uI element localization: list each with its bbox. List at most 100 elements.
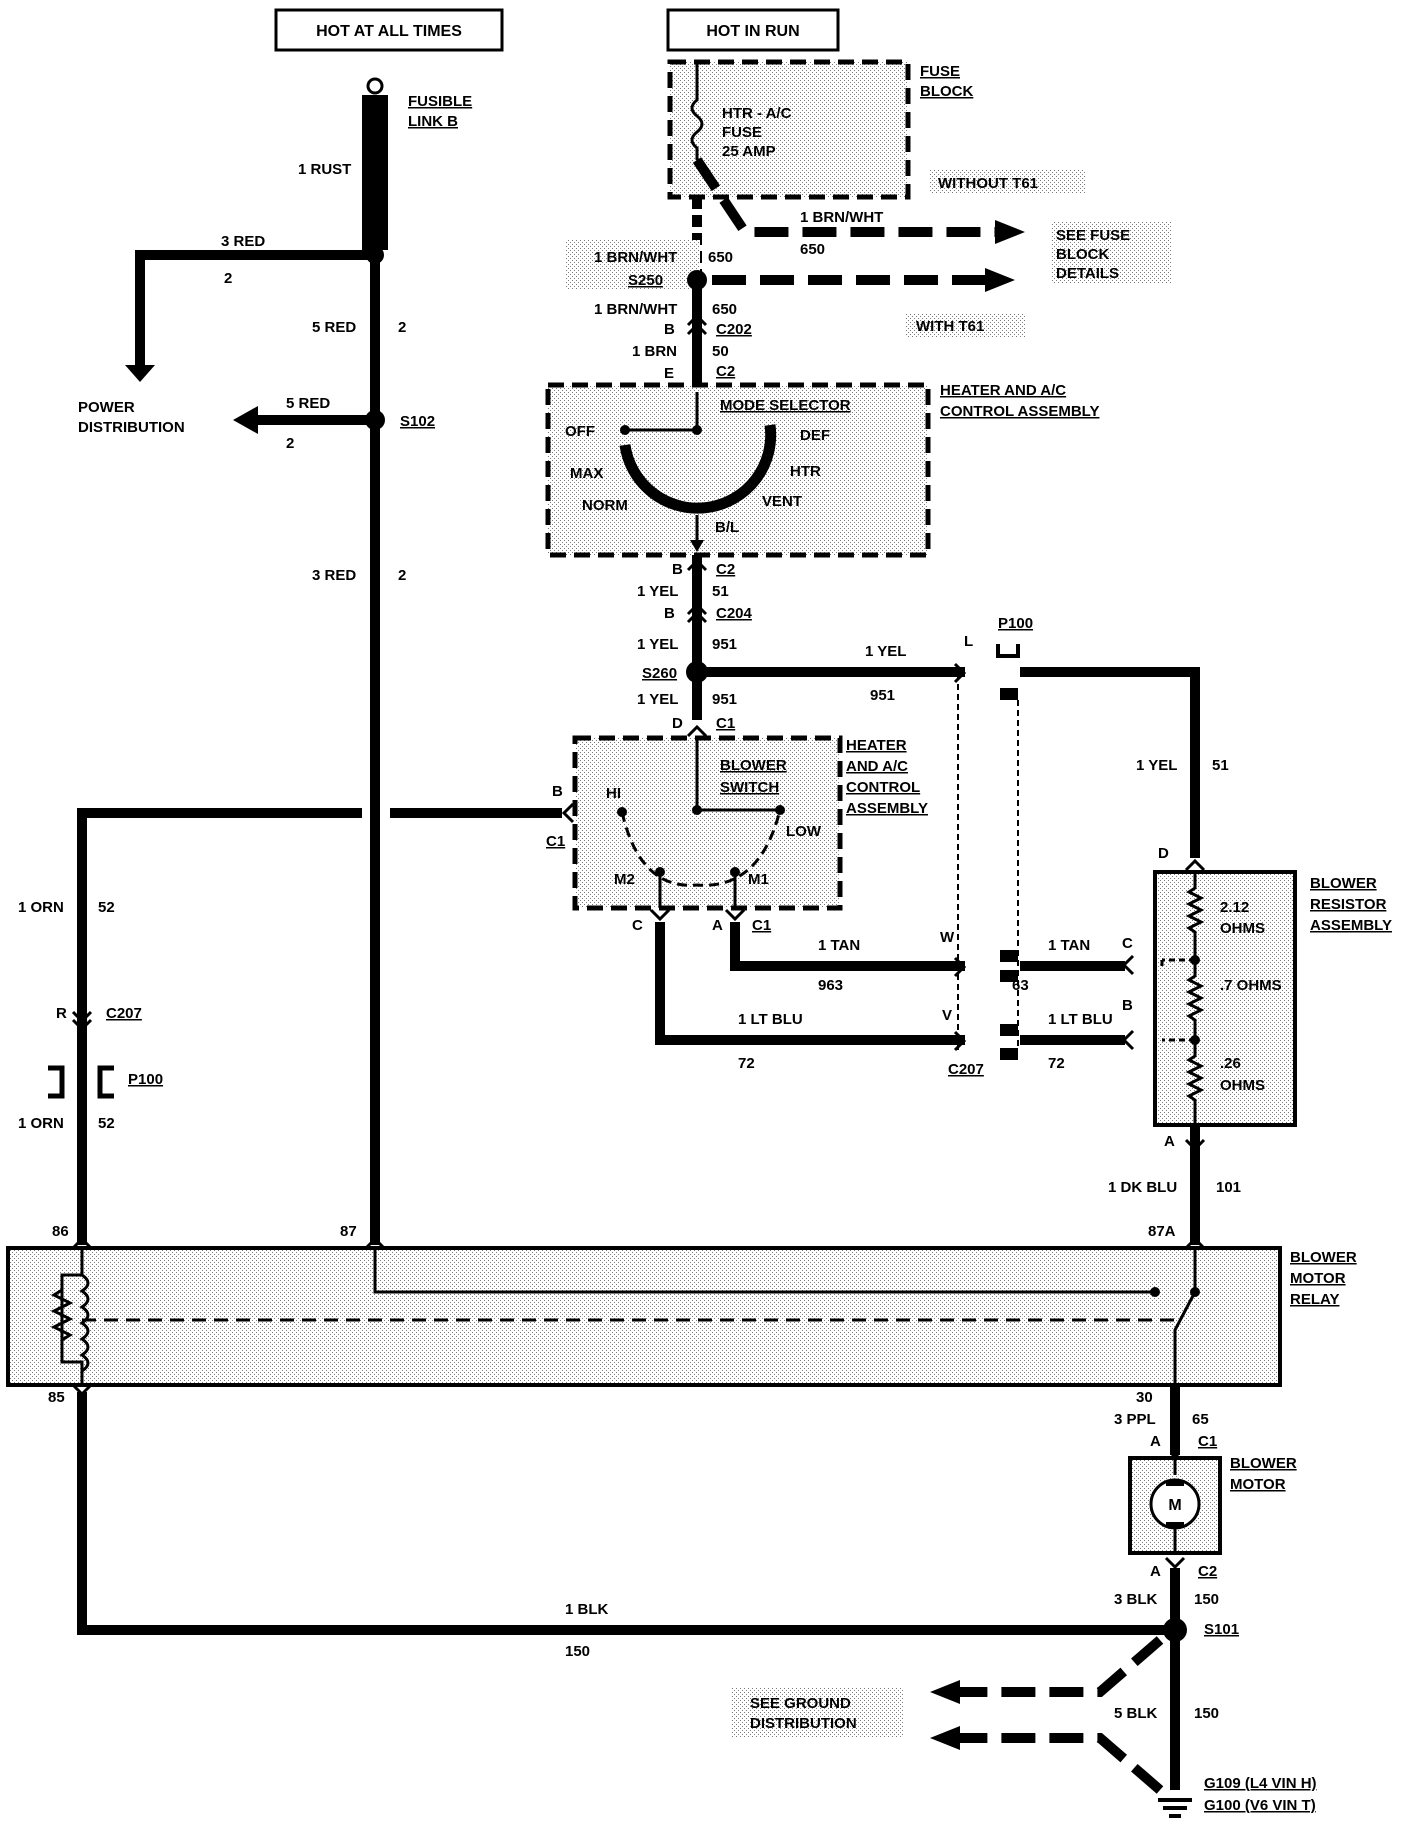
wire-circuit-650-a: 650 [800, 241, 825, 258]
blower-motor-label-2: MOTOR [1230, 1476, 1286, 1493]
wire-label-3-ppl: 3 PPL [1114, 1411, 1156, 1428]
ground-g109: G109 (L4 VIN H) [1204, 1775, 1317, 1792]
see-fuse-block-label-3: DETAILS [1056, 265, 1119, 282]
connector-c207-a: C207 [106, 1005, 142, 1022]
pin-b-resistor: B [1122, 997, 1133, 1014]
wire-circuit-951-b: 951 [870, 687, 895, 704]
wire-lt-blu-72 [655, 922, 965, 1045]
htr-ac-fuse: HTR - A/C FUSE 25 AMP [690, 62, 792, 160]
connector-c202: C202 [716, 321, 752, 338]
wire-brn-wht-without-t61 [692, 157, 1000, 237]
wire-circuit-52-b: 52 [98, 1115, 115, 1132]
wire-label-1-yel-a: 1 YEL [637, 583, 678, 600]
wire-label-tan-a: 1 TAN [818, 937, 860, 954]
mode-vent: VENT [762, 493, 802, 510]
wire-label-1-yel-e: 1 YEL [1136, 757, 1177, 774]
p100-connector-left [48, 1065, 114, 1099]
fuse-label-2: FUSE [722, 124, 762, 141]
pin-a-resistor: A [1164, 1133, 1175, 1150]
wire-orn-52 [77, 808, 362, 1245]
relay-pin-85: 85 [48, 1389, 65, 1406]
wire-ground-dist-b [960, 1733, 1164, 1794]
header-hot-in-run: HOT IN RUN [666, 8, 840, 52]
pin-c-c1: C [632, 917, 643, 934]
blower-switch-box [572, 735, 843, 911]
fuse-label-1: HTR - A/C [722, 105, 792, 122]
control-assembly-1-label-2: CONTROL ASSEMBLY [940, 403, 1099, 420]
wire-circuit-72-b: 72 [1048, 1055, 1065, 1072]
fusible-link-label-2: LINK B [408, 113, 458, 130]
resistor-value-2: .7 OHMS [1220, 977, 1282, 994]
wire-label-1-yel-c: 1 YEL [865, 643, 906, 660]
blower-motor-relay-box [6, 1246, 1282, 1387]
wire-circuit-65: 65 [1192, 1411, 1209, 1428]
arrow-left-icon-2 [930, 1680, 960, 1704]
wire-label-5-red-b: 5 RED [286, 395, 330, 412]
see-fuse-block-label-2: BLOCK [1056, 246, 1109, 263]
arrow-right-icon [995, 220, 1025, 244]
connector-c204: C204 [716, 605, 753, 622]
relay-label-1: BLOWER [1290, 1249, 1357, 1266]
wire-circuit-2-a: 2 [224, 270, 232, 287]
wire-tan-963 [730, 922, 965, 971]
blower-resistor-label-3: ASSEMBLY [1310, 917, 1392, 934]
relay-pin-87a: 87A [1148, 1223, 1176, 1240]
pin-r: R [56, 1005, 67, 1022]
pin-b-c204: B [664, 605, 675, 622]
pin-b-c202: B [664, 321, 675, 338]
blower-switch-label-1: BLOWER [720, 757, 787, 774]
splice-s101 [1163, 1618, 1187, 1642]
mode-norm: NORM [582, 497, 628, 514]
wire-circuit-2-b: 2 [398, 319, 406, 336]
wire-label-brn-wht-b: 1 BRN/WHT [594, 249, 677, 266]
wire-circuit-951-c: 951 [712, 691, 737, 708]
connector-c2-motor: C2 [1198, 1563, 1217, 1580]
wire-label-3-red: 3 RED [221, 233, 265, 250]
pin-b-c1: B [552, 783, 563, 800]
power-distribution-label-2: DISTRIBUTION [78, 419, 185, 436]
fuse-label-3: 25 AMP [722, 143, 776, 160]
wire-blk-150-bottom [77, 1392, 1170, 1635]
switch-low: LOW [786, 823, 822, 840]
wire-circuit-72-a: 72 [738, 1055, 755, 1072]
splice-s101-label: S101 [1204, 1621, 1239, 1638]
connector-c207-b: C207 [948, 1061, 984, 1078]
pin-d-c1: D [672, 715, 683, 732]
connector-c2-b: C2 [716, 561, 735, 578]
blower-switch-contacts [617, 738, 785, 908]
wire-circuit-52-a: 52 [98, 899, 115, 916]
mode-off: OFF [565, 423, 595, 440]
blower-resistor-box [1153, 870, 1297, 1127]
splice-s260-label: S260 [642, 665, 677, 682]
with-t61-label: WITH T61 [916, 318, 984, 335]
relay-pin-87: 87 [340, 1223, 357, 1240]
wire-label-1-orn-a: 1 ORN [18, 899, 64, 916]
pin-w: W [940, 929, 955, 946]
connector-p100-a: P100 [128, 1071, 163, 1088]
wire-ground-dist-a [960, 1636, 1164, 1697]
relay-label-2: MOTOR [1290, 1270, 1346, 1287]
mode-max: MAX [570, 465, 603, 482]
wire-label-1-orn-b: 1 ORN [18, 1115, 64, 1132]
see-ground-label-2: DISTRIBUTION [750, 1715, 857, 1732]
resistor-ladder [1160, 872, 1205, 1125]
pin-l: L [964, 633, 973, 650]
wire-label-brn-wht-c: 1 BRN/WHT [594, 301, 677, 318]
wire-label-lt-blu-b: 1 LT BLU [1048, 1011, 1113, 1028]
p100-connector-pins [953, 644, 1020, 1060]
relay-pin-86: 86 [52, 1223, 69, 1240]
wire-label-1-yel-b: 1 YEL [637, 636, 678, 653]
control-assembly-2-label-2: AND A/C [846, 758, 908, 775]
mode-selector-label: MODE SELECTOR [720, 397, 851, 414]
mode-htr: HTR [790, 463, 821, 480]
wire-circuit-150-b: 150 [1194, 1591, 1219, 1608]
wire-circuit-51-a: 51 [712, 583, 729, 600]
see-ground-label-1: SEE GROUND [750, 1695, 851, 1712]
motor-symbol: M [1168, 1497, 1181, 1514]
connector-c1-c: C1 [752, 917, 771, 934]
resistor-value-3b: OHMS [1220, 1077, 1265, 1094]
fusible-link-label-1: FUSIBLE [408, 93, 472, 110]
wire-label-1-brn: 1 BRN [632, 343, 677, 360]
wire-circuit-2-d: 2 [398, 567, 406, 584]
wire-circuit-2-c: 2 [286, 435, 294, 452]
